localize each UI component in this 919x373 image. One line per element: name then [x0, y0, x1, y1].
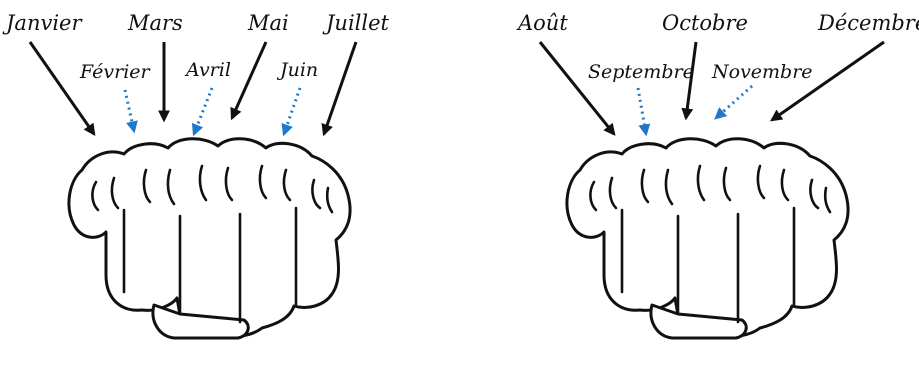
month-label-janvier: Janvier: [2, 11, 83, 35]
month-label-mars: Mars: [127, 11, 183, 35]
right-labels: Août Septembre Octobre Novembre Décembre: [516, 11, 919, 83]
right-arrows: [538, 40, 885, 137]
month-label-aout: Août: [516, 11, 568, 35]
arrow-novembre: [714, 84, 753, 120]
arrow-septembre: [636, 87, 651, 137]
month-label-avril: Avril: [184, 59, 231, 81]
month-label-septembre: Septembre: [588, 61, 694, 83]
arrow-juin: [281, 87, 302, 137]
left-labels: Janvier Février Mars Avril Mai Juin Juil…: [2, 11, 390, 83]
right-fist: [565, 137, 850, 340]
month-label-decembre: Décembre: [817, 11, 919, 35]
arrow-juillet: [321, 41, 358, 137]
month-label-mai: Mai: [247, 11, 289, 35]
month-label-fevrier: Février: [79, 61, 152, 83]
arrow-avril: [191, 87, 214, 137]
month-label-novembre: Novembre: [711, 61, 813, 83]
month-label-juillet: Juillet: [322, 11, 390, 35]
arrow-janvier: [28, 41, 96, 136]
month-label-juin: Juin: [276, 59, 318, 81]
arrow-mai: [230, 41, 268, 121]
month-label-octobre: Octobre: [662, 11, 748, 35]
left-arrows: [28, 41, 358, 137]
arrow-octobre: [681, 41, 698, 121]
arrow-fevrier: [123, 89, 138, 134]
arrow-aout: [538, 41, 616, 136]
left-fist: [67, 137, 352, 340]
arrow-decembre: [770, 40, 885, 122]
